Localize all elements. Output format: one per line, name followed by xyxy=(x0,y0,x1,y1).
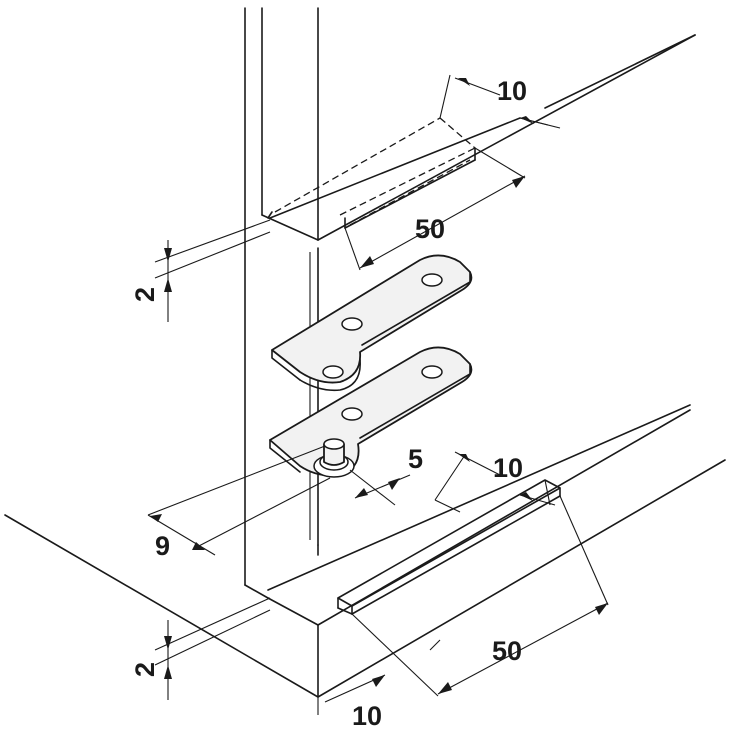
label-top-slot-length: 50 xyxy=(415,214,445,244)
label-top-slot-width: 10 xyxy=(497,76,527,106)
pivot-hole-icon xyxy=(322,365,344,379)
door-post xyxy=(244,7,319,586)
upper-hinge-plate xyxy=(271,254,473,392)
bottom-panel xyxy=(4,404,726,698)
dim-top-slot-width xyxy=(439,74,561,129)
screw-hole-icon xyxy=(421,273,443,287)
label-bottom-slot-length: 50 xyxy=(492,636,522,666)
screw-hole-icon xyxy=(341,407,363,421)
label-pin-height: 9 xyxy=(155,531,170,561)
label-pin-offset: 5 xyxy=(408,444,423,474)
label-top-gap: 2 xyxy=(130,287,160,302)
dim-bottom-slot-width xyxy=(434,451,556,506)
label-bottom-slot-width: 10 xyxy=(493,453,523,483)
screw-hole-icon xyxy=(341,317,363,331)
dim-pin-offset xyxy=(349,469,411,506)
label-bottom-edge-offset: 10 xyxy=(352,701,382,730)
screw-hole-icon xyxy=(421,365,443,379)
dim-top-gap xyxy=(154,219,271,322)
label-bottom-gap: 2 xyxy=(130,662,160,677)
dim-bottom-gap xyxy=(154,597,271,700)
dim-top-slot-length xyxy=(344,147,526,271)
top-panel xyxy=(261,34,696,241)
dim-bottom-slot-length xyxy=(351,495,609,697)
lower-hinge-plate xyxy=(269,346,473,478)
dim-bottom-edge-offset xyxy=(317,674,386,715)
pivot-pin-icon xyxy=(323,443,345,466)
dim-pin-height xyxy=(147,445,331,556)
